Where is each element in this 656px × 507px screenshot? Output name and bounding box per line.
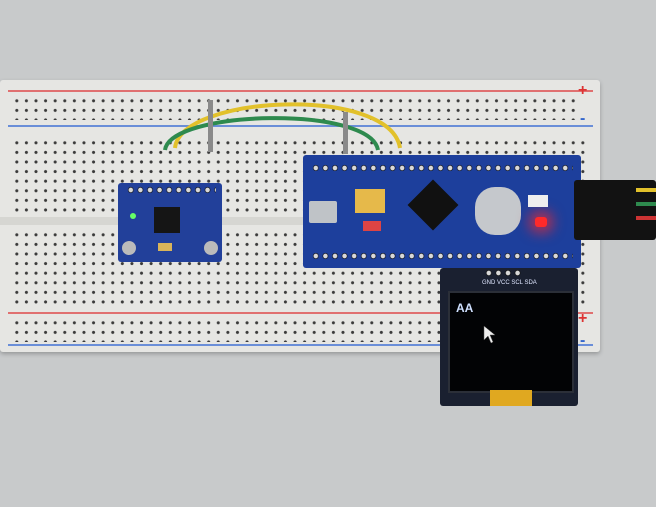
plus-rail-line [8,90,593,92]
plus-rail-line-bottom [8,312,593,314]
boot-jumpers [355,189,385,213]
dupont-connector [574,180,656,240]
top-rail-holes [12,96,577,120]
stm32-board [303,155,581,268]
mpu6050-module [118,183,222,262]
sensor-chip [154,207,180,233]
oled-screen: AA [448,291,574,393]
power-led-red [535,217,547,227]
smd-part [528,195,548,207]
minus-sign-bottom: - [580,332,586,349]
display-text: AA [456,301,474,315]
mount-hole [122,241,136,255]
module-pins [126,185,216,195]
mouse-pointer-icon [483,325,496,344]
crystal [475,187,521,235]
bottom-pin-header [311,251,573,261]
ribbon-cable [490,390,532,406]
oled-pins [484,268,524,278]
plus-sign: + [578,82,588,99]
plus-sign-bottom: + [578,310,588,327]
power-led [130,213,136,219]
usb-port [309,201,337,223]
component [158,243,172,251]
green-wire [163,116,380,151]
header-pin [208,100,213,152]
minus-sign: - [580,110,586,127]
wire-red [636,216,656,220]
minus-rail-line-bottom [8,344,593,346]
top-pin-header [311,163,573,173]
header-pin [343,112,348,154]
wire-yellow [636,188,656,192]
center-channel [0,217,600,225]
wire-green [636,202,656,206]
minus-rail-line [8,125,593,127]
mcu-chip [407,179,459,231]
reset-button[interactable] [363,221,381,231]
oled-display-module: GND VCC SCL SDA AA [440,268,578,406]
mount-hole [204,241,218,255]
oled-pin-labels: GND VCC SCL SDA [482,280,537,286]
